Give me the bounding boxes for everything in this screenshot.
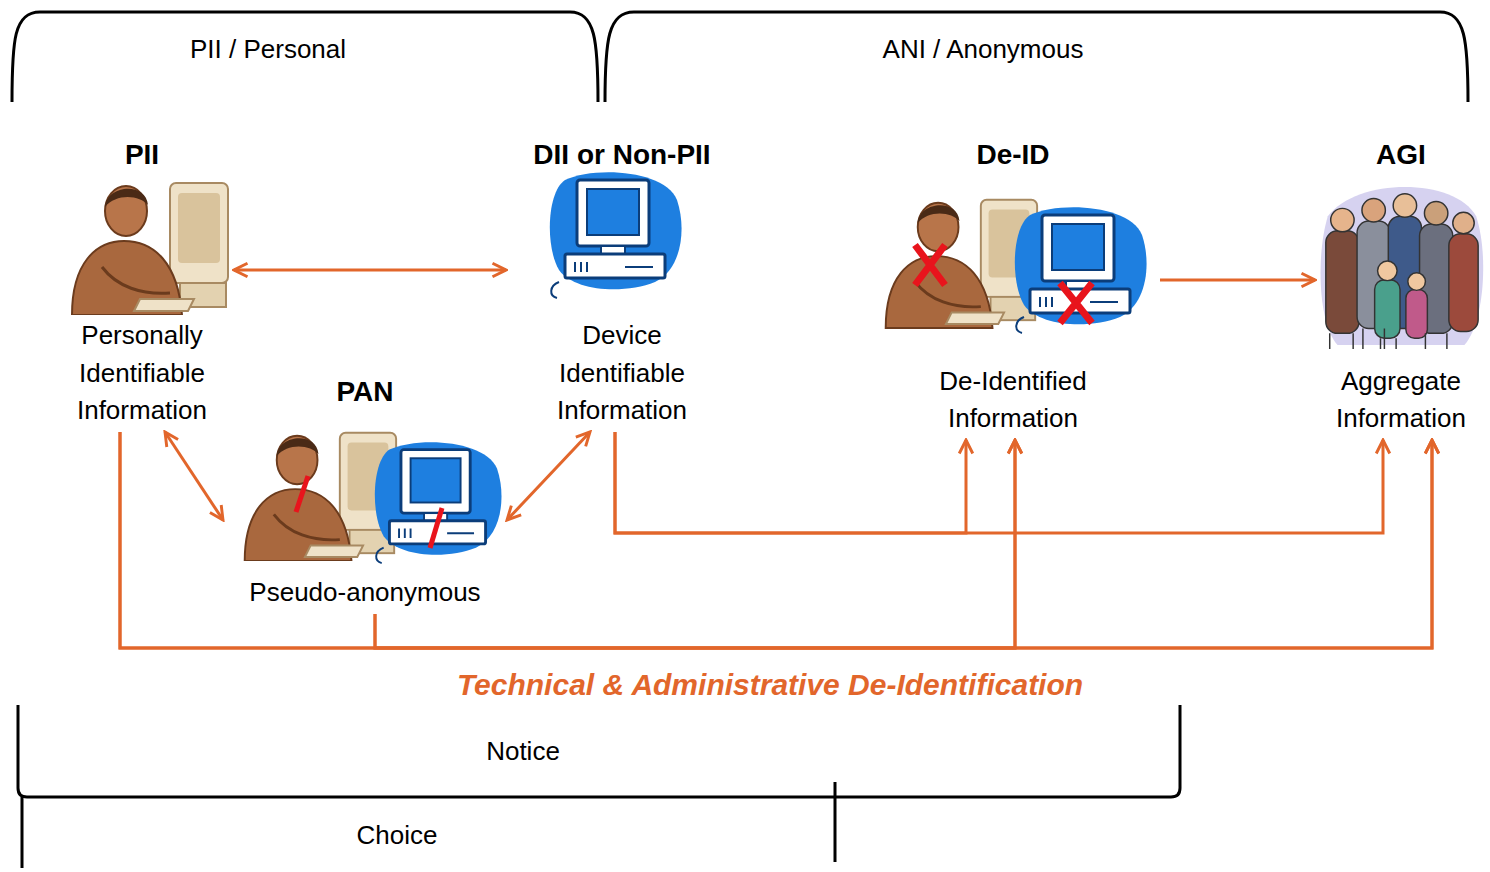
node-caption: Device Identifiable Information	[527, 317, 717, 430]
pii-person-icon	[72, 183, 228, 315]
connector-arrow	[507, 432, 590, 520]
bracket-label: Notice	[486, 736, 560, 767]
node-heading: DII or Non-PII	[533, 138, 710, 172]
bracket	[12, 12, 1468, 868]
connector-arrow	[615, 432, 1383, 533]
node-heading: De-ID	[976, 138, 1049, 172]
connector-arrow	[234, 269, 506, 272]
node-caption: Pseudo-anonymous	[230, 574, 500, 612]
node-caption: Personally Identifiable Information	[57, 317, 227, 430]
deid-icon	[886, 200, 1147, 333]
connector-arrow	[165, 432, 223, 520]
connector-arrow	[375, 440, 1015, 648]
node-heading: PAN	[336, 375, 393, 409]
bracket-label: ANI / Anonymous	[883, 34, 1084, 65]
connector-arrow	[120, 432, 1015, 648]
dii-computer-icon	[550, 172, 682, 298]
pan-node: PAN Pseudo-anonymous	[225, 375, 505, 612]
aggregate-node: AGI Aggregate Information	[1317, 138, 1485, 438]
bracket-label: Choice	[357, 820, 438, 851]
process-label: Technical & Administrative De-Identifica…	[457, 667, 1083, 703]
node-heading: PII	[125, 138, 159, 172]
connector-arrow	[615, 432, 966, 533]
connector-arrow	[120, 432, 1432, 648]
aggregate-crowd-icon	[1321, 187, 1484, 349]
connector-arrow	[375, 440, 1432, 648]
dii-node: DII or Non-PII Device Identifiable Inform…	[508, 138, 736, 430]
pii-node: PII Personally Identifiable Information	[52, 138, 232, 430]
deid-node: De-ID De-Identified Information	[868, 138, 1158, 438]
node-heading: AGI	[1376, 138, 1426, 172]
connector-arrow	[1160, 279, 1315, 282]
bracket-label: PII / Personal	[190, 34, 346, 65]
pan-icon	[245, 433, 502, 563]
node-caption: De-Identified Information	[893, 363, 1133, 438]
node-caption: Aggregate Information	[1321, 363, 1481, 438]
